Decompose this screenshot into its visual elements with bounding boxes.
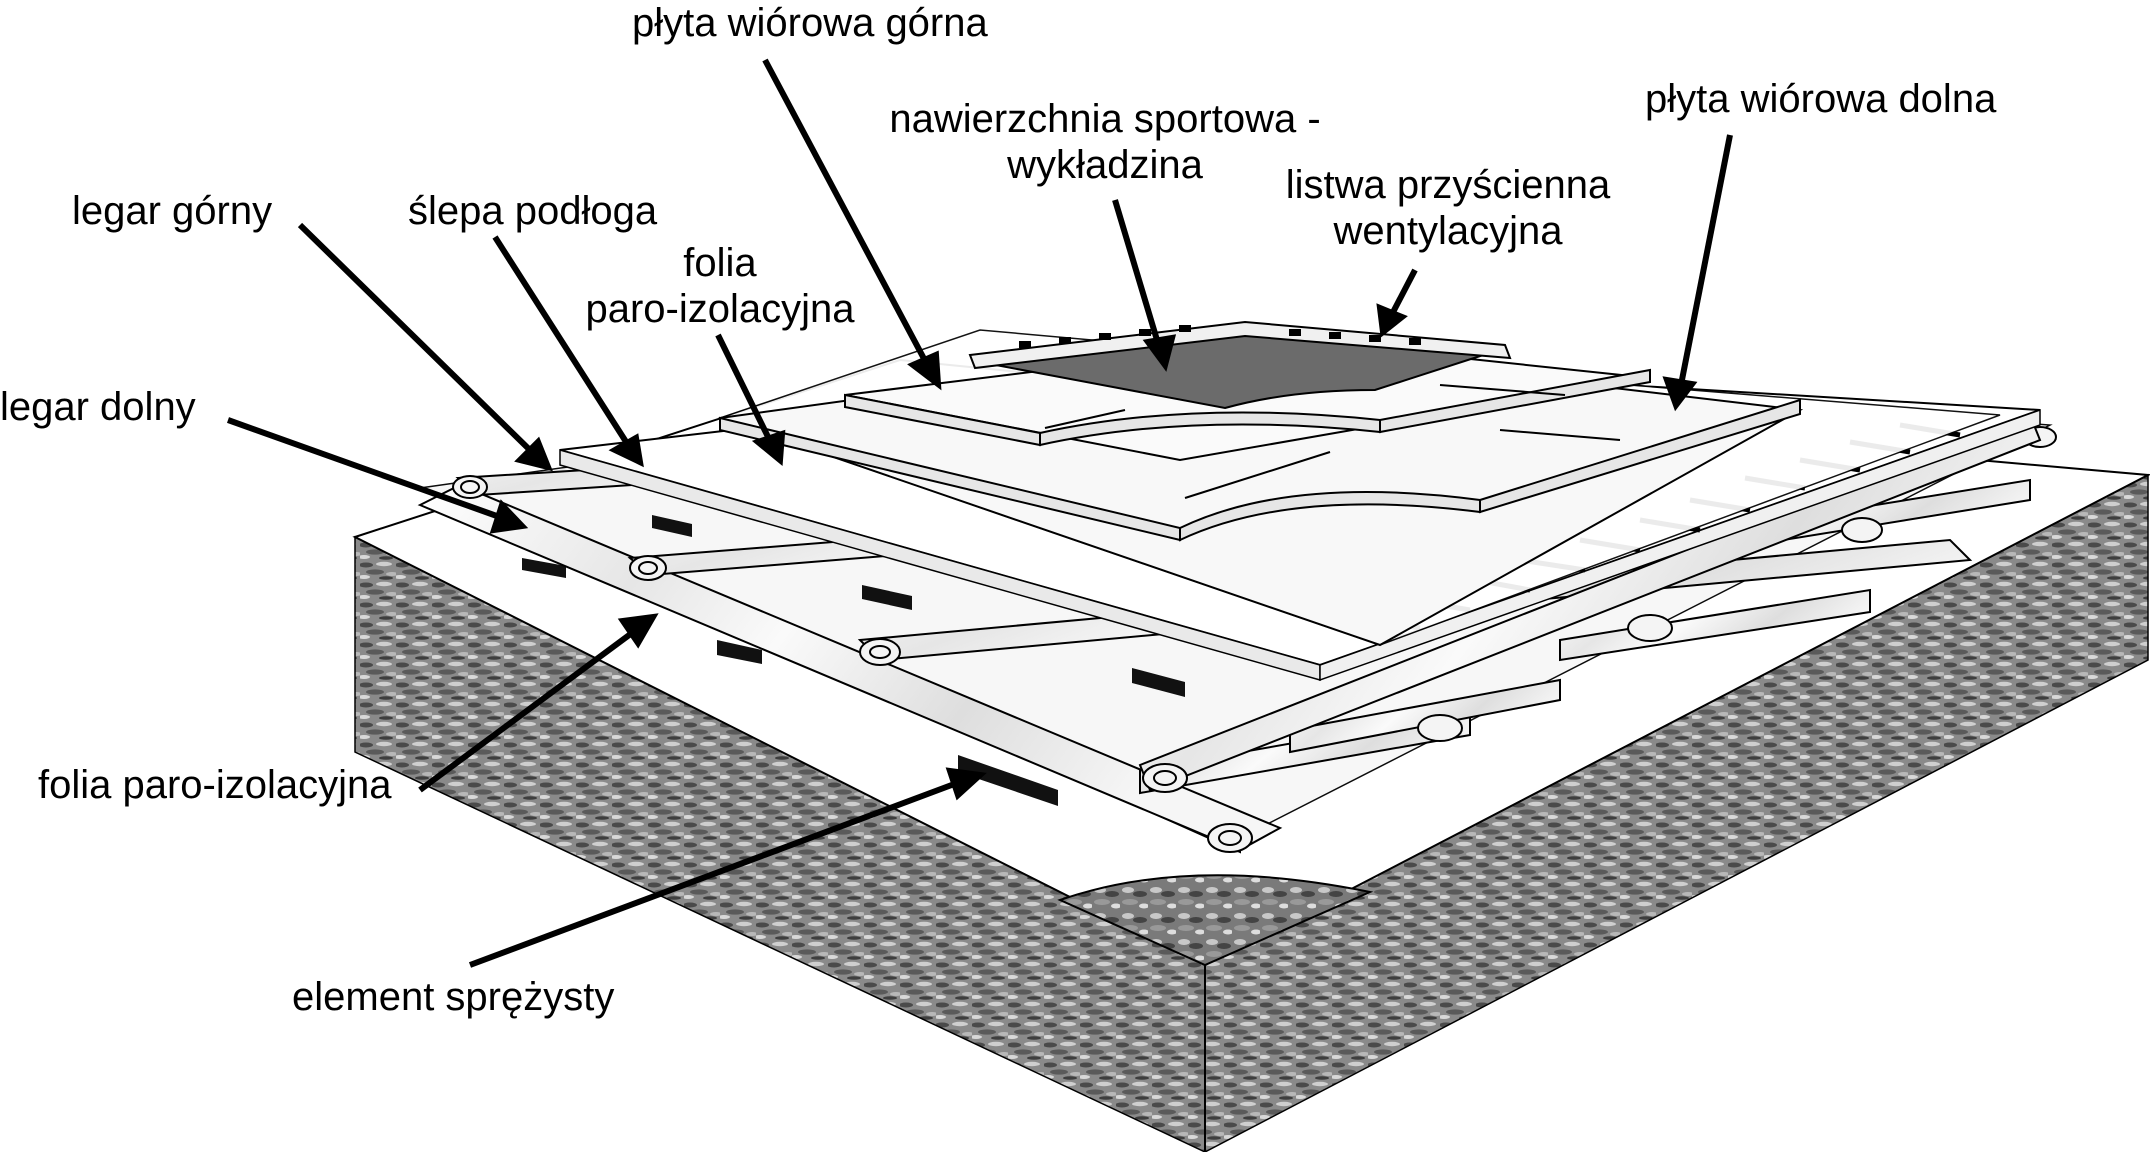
label-listwa-line-2: wentylacyjna — [1333, 209, 1563, 253]
label-nawierzchnia-line-1: nawierzchnia sportowa - — [889, 97, 1321, 141]
arrow-plyta-gorna — [762, 58, 933, 372]
label-slepa-podloga: ślepa podłoga — [408, 189, 658, 233]
label-folia-paro-izolacyjna-top: folia paro-izolacyjna — [560, 240, 880, 332]
arrow-legar-gorny — [297, 222, 538, 458]
elastic-pads — [522, 515, 1185, 806]
arrow-nawierzchnia — [1112, 199, 1163, 351]
label-folia-top-line-2: paro-izolacyjna — [585, 287, 855, 331]
arrow-element — [468, 777, 967, 968]
leader-arrows — [226, 58, 1733, 968]
label-nawierzchnia-line-2: wykładzina — [1007, 143, 1203, 187]
label-nawierzchnia-sportowa: nawierzchnia sportowa - wykładzina — [875, 96, 1335, 188]
label-plyta-wiorowa-dolna: płyta wiórowa dolna — [1645, 77, 1997, 121]
upper-joist-end-grain — [452, 475, 1188, 793]
label-folia-paro-izolacyjna-bottom: folia paro-izolacyjna — [38, 763, 392, 807]
slab-cutaway — [1057, 874, 1374, 967]
label-plyta-wiorowa-gorna: płyta wiórowa górna — [632, 1, 988, 45]
arrow-listwa — [1387, 268, 1418, 320]
label-listwa-przyscienna: listwa przyścienna wentylacyjna — [1268, 162, 1628, 254]
arrow-slepa-podloga — [492, 235, 633, 450]
arrow-legar-dolny — [226, 417, 510, 523]
label-legar-gorny: legar górny — [72, 189, 273, 233]
wall-skirting — [968, 320, 1512, 370]
arrow-folia-bottom — [418, 624, 642, 793]
front-joist-ends — [1207, 823, 1253, 853]
label-listwa-line-1: listwa przyścienna — [1285, 163, 1611, 207]
label-folia-top-line-1: folia — [683, 241, 757, 285]
label-element-sprezysty: element sprężysty — [292, 975, 615, 1019]
arrow-plyta-dolna — [1677, 134, 1733, 391]
label-legar-dolny: legar dolny — [0, 385, 196, 429]
arrow-folia-top — [715, 333, 775, 447]
